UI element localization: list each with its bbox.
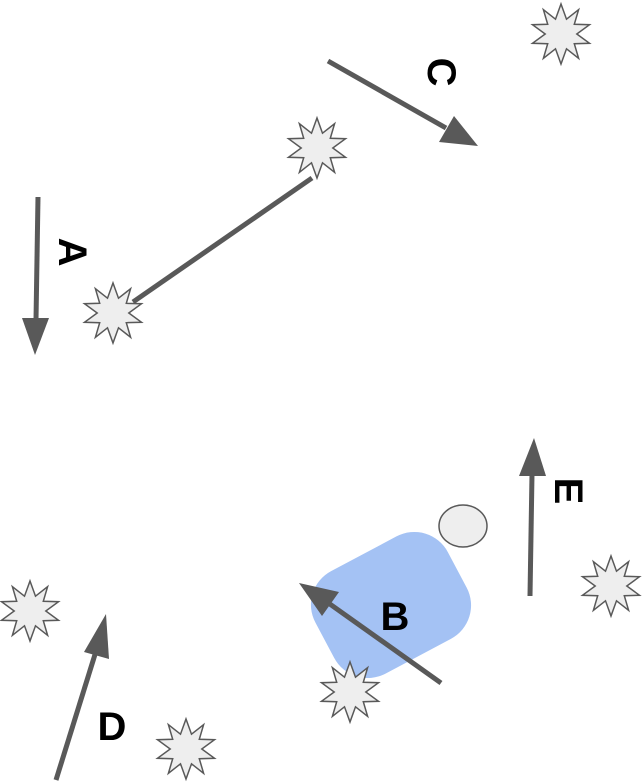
label-d: D [98,705,127,749]
arrow-e [519,438,546,597]
label-e: E [546,478,590,505]
arrow-c [326,58,478,146]
arrow-b [299,583,443,686]
starburst-icon [287,117,347,179]
starburst-icon [83,282,143,344]
blue-rounded-rectangle [310,531,472,679]
starburst-icon [581,555,641,617]
connector-line [131,175,314,305]
starburst-icon [0,580,60,642]
starburst-icon [531,3,591,65]
ellipse-icon [438,504,488,548]
label-b: B [381,595,410,639]
label-c: C [419,58,463,87]
arrow-d [53,614,109,781]
arrow-a [22,196,49,355]
label-a: A [50,238,94,267]
starburst-icon [156,718,216,780]
